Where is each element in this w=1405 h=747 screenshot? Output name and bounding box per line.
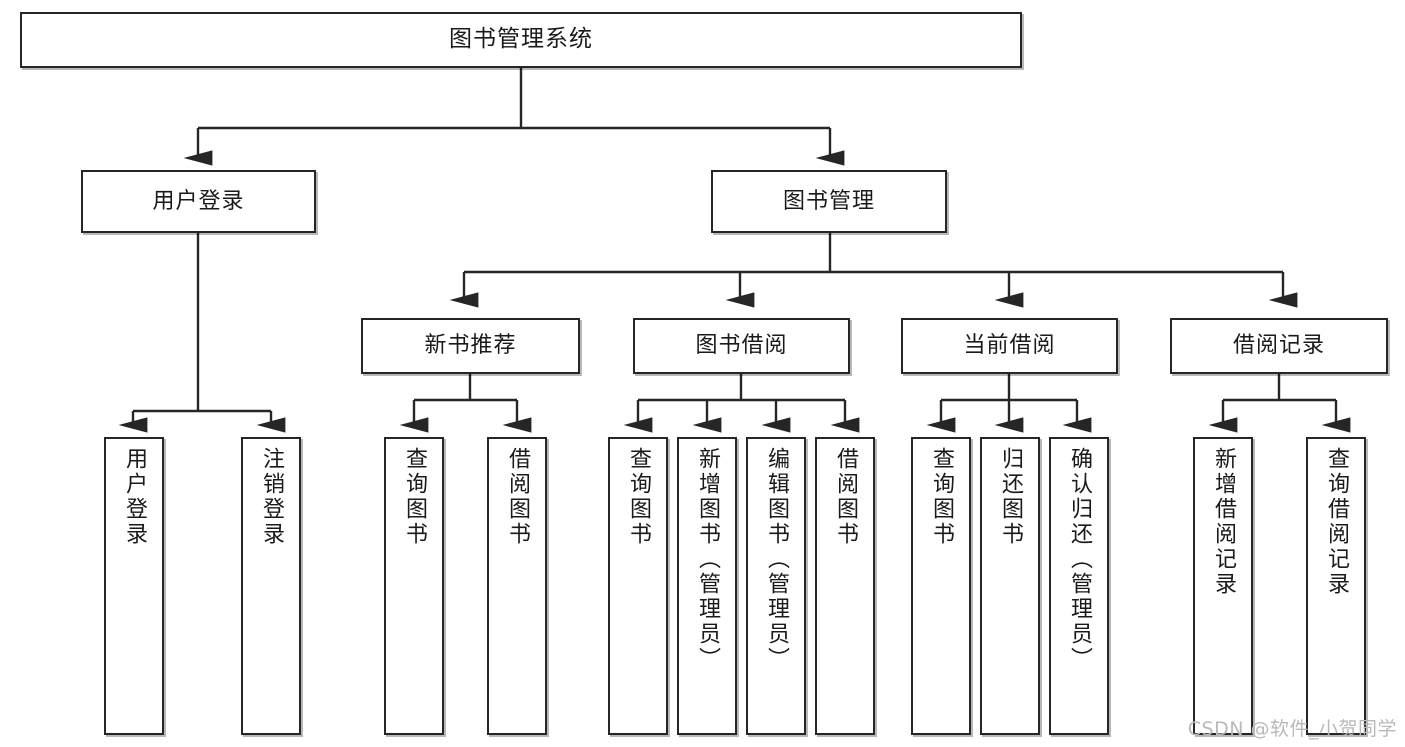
node-borrow-record-label: 借阅记录 [1232, 333, 1325, 359]
node-leaf-query-book-3-label: 查询图书 [929, 447, 954, 547]
node-leaf-query-book-1[interactable]: 查询图书 [384, 437, 444, 735]
node-leaf-logout-label: 注销登录 [259, 447, 284, 547]
node-leaf-edit-book[interactable]: 编辑图书（管理员） [746, 437, 806, 735]
node-leaf-borrow-book-1-label: 借阅图书 [505, 447, 530, 547]
node-leaf-query-book-2-label: 查询图书 [626, 447, 651, 547]
node-leaf-return-book-label: 归还图书 [998, 447, 1023, 547]
node-leaf-return-book[interactable]: 归还图书 [980, 437, 1040, 735]
node-book-manage[interactable]: 图书管理 [711, 170, 947, 233]
node-leaf-query-book-3[interactable]: 查询图书 [911, 437, 971, 735]
node-book-borrow-label: 图书借阅 [695, 333, 788, 359]
node-leaf-query-record[interactable]: 查询借阅记录 [1306, 437, 1366, 735]
node-leaf-add-record[interactable]: 新增借阅记录 [1193, 437, 1253, 735]
node-new-book-rec-label: 新书推荐 [424, 333, 517, 359]
node-root-label: 图书管理系统 [449, 26, 593, 53]
node-leaf-borrow-book-2-label: 借阅图书 [833, 447, 858, 547]
csdn-watermark: CSDN @软件_小贺同学 [1187, 718, 1397, 740]
node-leaf-edit-book-label: 编辑图书（管理员） [764, 447, 789, 672]
node-user-login-label: 用户登录 [152, 188, 245, 214]
node-leaf-add-record-label: 新增借阅记录 [1211, 447, 1236, 597]
node-leaf-borrow-book-1[interactable]: 借阅图书 [487, 437, 547, 735]
node-user-login[interactable]: 用户登录 [81, 170, 316, 233]
node-leaf-confirm-return[interactable]: 确认归还（管理员） [1049, 437, 1109, 735]
node-borrow-record[interactable]: 借阅记录 [1170, 318, 1388, 374]
node-leaf-user-login-label: 用户登录 [122, 447, 147, 547]
node-leaf-user-login[interactable]: 用户登录 [104, 437, 164, 735]
node-leaf-borrow-book-2[interactable]: 借阅图书 [815, 437, 875, 735]
node-leaf-query-book-2[interactable]: 查询图书 [608, 437, 668, 735]
node-new-book-rec[interactable]: 新书推荐 [361, 318, 580, 374]
node-leaf-query-record-label: 查询借阅记录 [1324, 447, 1349, 597]
node-current-borrow[interactable]: 当前借阅 [901, 318, 1118, 374]
node-leaf-query-book-1-label: 查询图书 [402, 447, 427, 547]
node-current-borrow-label: 当前借阅 [963, 333, 1056, 359]
node-book-borrow[interactable]: 图书借阅 [633, 318, 850, 374]
node-root[interactable]: 图书管理系统 [20, 12, 1022, 68]
node-leaf-add-book-label: 新增图书（管理员） [695, 447, 720, 672]
node-leaf-add-book[interactable]: 新增图书（管理员） [677, 437, 737, 735]
node-leaf-confirm-return-label: 确认归还（管理员） [1067, 447, 1092, 672]
node-leaf-logout[interactable]: 注销登录 [241, 437, 301, 735]
node-book-manage-label: 图书管理 [782, 188, 875, 214]
